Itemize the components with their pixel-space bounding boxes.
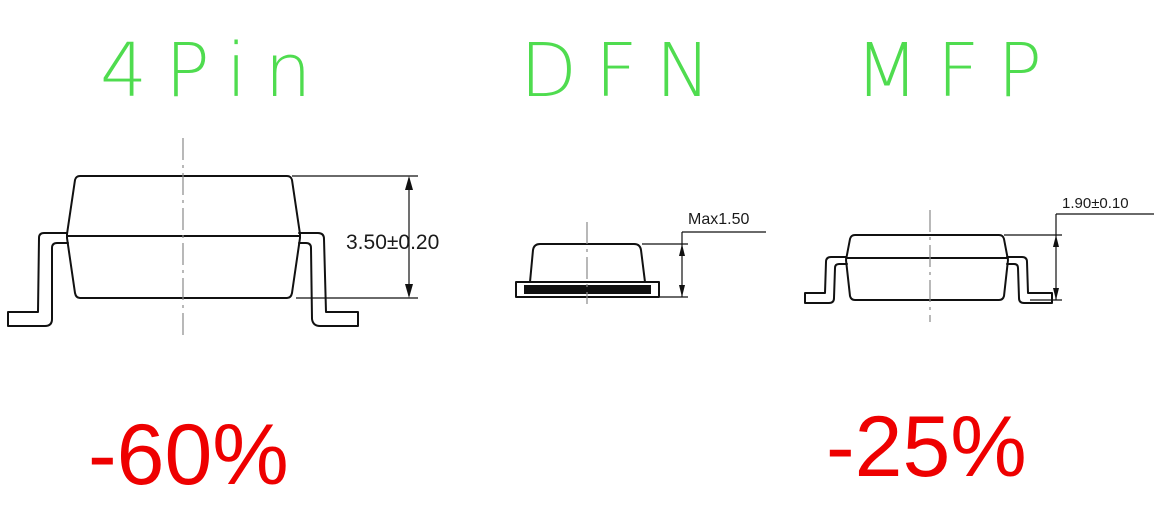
package-dfn-arrow-bottom [679, 285, 685, 297]
package-4pin-arrow-bottom [405, 284, 413, 298]
package-4pin-dimension: 3.50±0.20 [346, 231, 439, 254]
package-4pin-right-lead [298, 232, 359, 327]
package-mfp-arrow-top [1053, 235, 1059, 247]
package-4pin-arrow-top [405, 176, 413, 190]
package-mfp-dimension: 1.90±0.10 [1062, 195, 1129, 212]
package-dfn-dimension: Max1.50 [688, 211, 749, 228]
package-mfp-left-lead [804, 256, 848, 304]
title-mfp: MFP [855, 28, 1060, 114]
package-4pin-left-lead [7, 232, 69, 327]
title-dfn: DFN [520, 28, 729, 114]
package-mfp-arrow-bottom [1053, 288, 1059, 300]
reduction-4pin: -60% [88, 407, 289, 503]
package-mfp-drawing: 1.90±0.10 [804, 195, 1154, 322]
package-4pin-drawing: 3.50±0.20 [7, 138, 439, 336]
package-4pin-body [66, 175, 301, 299]
package-dfn-arrow-top [679, 244, 685, 256]
title-4pin: 4Pin [100, 28, 330, 114]
reduction-mfp: -25% [826, 399, 1027, 495]
package-mfp-right-lead [1006, 256, 1053, 304]
package-dfn-drawing: Max1.50 [515, 211, 766, 304]
package-dfn-pad [524, 285, 651, 294]
package-mfp-body [845, 234, 1009, 301]
